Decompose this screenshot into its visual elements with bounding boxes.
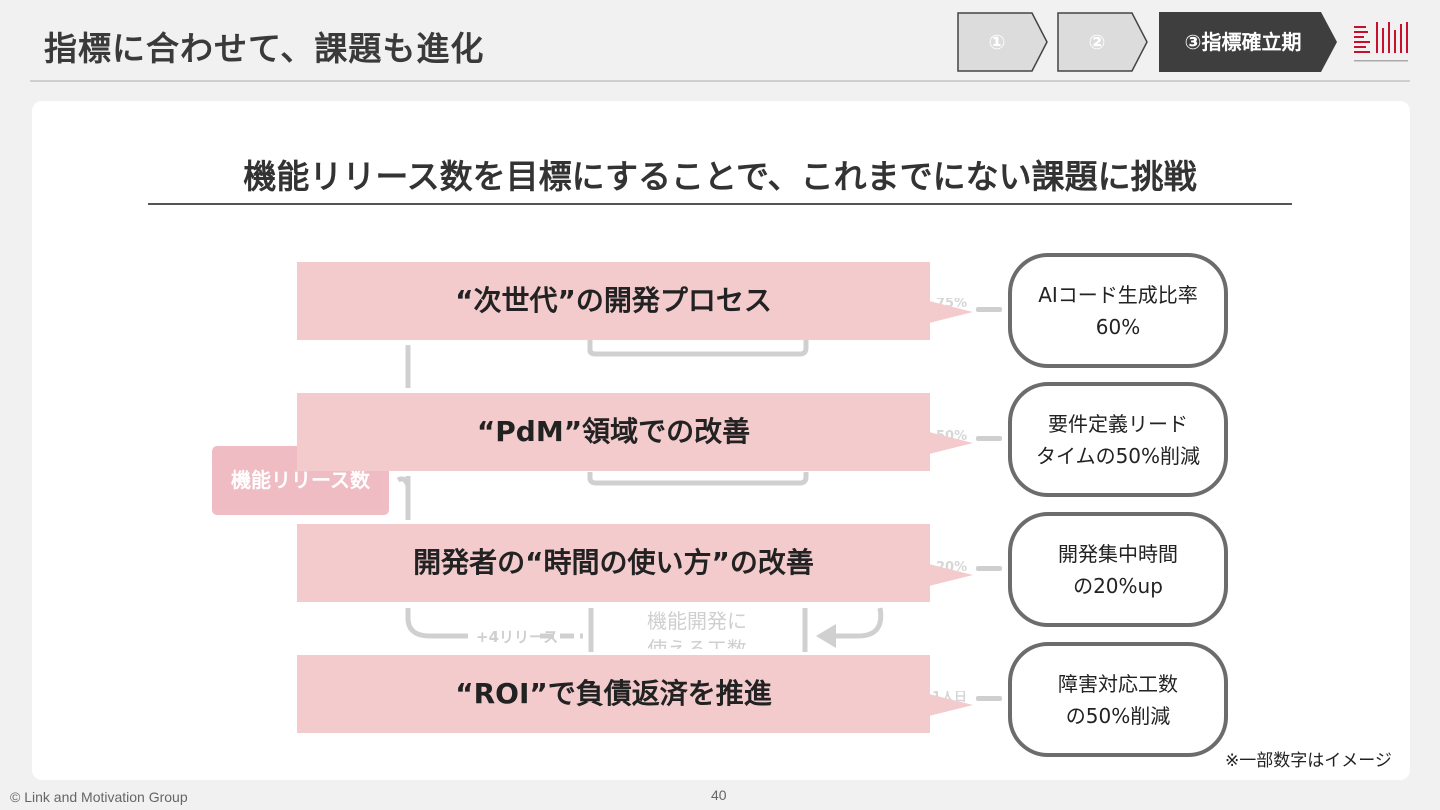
kpi-4-line1: 障害対応工数 [1058, 671, 1178, 696]
bg-curve-left [405, 608, 468, 639]
band-tail-4 [929, 694, 973, 716]
band-tail-1 [929, 301, 973, 323]
copyright: © Link and Motivation Group [10, 789, 188, 805]
bg-arrowhead [816, 624, 836, 648]
kpi-3-line2: の20%up [1073, 573, 1163, 598]
page-title: 指標に合わせて、課題も進化 [44, 29, 485, 68]
headline-underline [148, 203, 1292, 205]
release-increment-label: +4リリース [476, 628, 559, 646]
page-number: 40 [711, 787, 727, 803]
slide-headline: 機能リリース数を目標にすることで、これまでにない課題に挑戦 [243, 157, 1197, 196]
step-1-label: ① [988, 30, 1006, 54]
peek-label-2: 50% [936, 430, 968, 441]
bg-bracket-1 [587, 340, 809, 357]
connector-4 [976, 696, 1002, 701]
peek-label-4: 1人日 [932, 691, 968, 702]
step-3-active[interactable]: ③指標確立期 [1159, 12, 1339, 72]
kpi-box-3: 開発集中時間 の20%up [1008, 512, 1228, 627]
connector-2 [976, 436, 1002, 441]
kpi-1-line1: AIコード生成比率 [1038, 282, 1198, 307]
kpi-2-line1: 要件定義リード [1048, 411, 1188, 436]
company-logo [1352, 18, 1412, 68]
initiative-band-3: 開発者の“時間の使い方”の改善 [297, 524, 930, 602]
footnote: ※一部数字はイメージ [1225, 751, 1392, 771]
kpi-2-line2: タイムの50%削減 [1035, 443, 1201, 468]
step-1[interactable]: ① [957, 12, 1049, 72]
band-tail-2 [929, 432, 973, 454]
peek-label-1: 75% [936, 298, 968, 308]
initiative-band-4: “ROI”で負債返済を推進 [297, 655, 930, 733]
connector-1 [976, 307, 1002, 312]
initiative-band-2: “PdM”領域での改善 [297, 393, 930, 471]
band-tail-3 [929, 564, 973, 586]
bg-bracket-2 [587, 472, 809, 486]
bg-hook [396, 476, 411, 487]
kpi-box-4: 障害対応工数 の50%削減 [1008, 642, 1228, 757]
kpi-box-1: AIコード生成比率 60% [1008, 253, 1228, 368]
phase-steps: ① ② ③指標確立期 [957, 12, 1337, 72]
kpi-1-line2: 60% [1095, 314, 1141, 339]
title-divider [30, 80, 1410, 82]
step-2[interactable]: ② [1057, 12, 1149, 72]
peek-label-3: 20% [936, 561, 968, 572]
connector-3 [976, 566, 1002, 571]
kpi-box-2: 要件定義リード タイムの50%削減 [1008, 382, 1228, 497]
kpi-4-line2: の50%削減 [1065, 703, 1171, 728]
step-2-label: ② [1088, 30, 1106, 54]
step-3-label: ③指標確立期 [1184, 30, 1302, 54]
bg-curve-right [824, 607, 884, 639]
dev-effort-label: 機能開発に 使える工数 [647, 609, 747, 649]
kpi-3-line1: 開発集中時間 [1058, 541, 1178, 566]
initiative-band-1: “次世代”の開発プロセス [297, 262, 930, 340]
